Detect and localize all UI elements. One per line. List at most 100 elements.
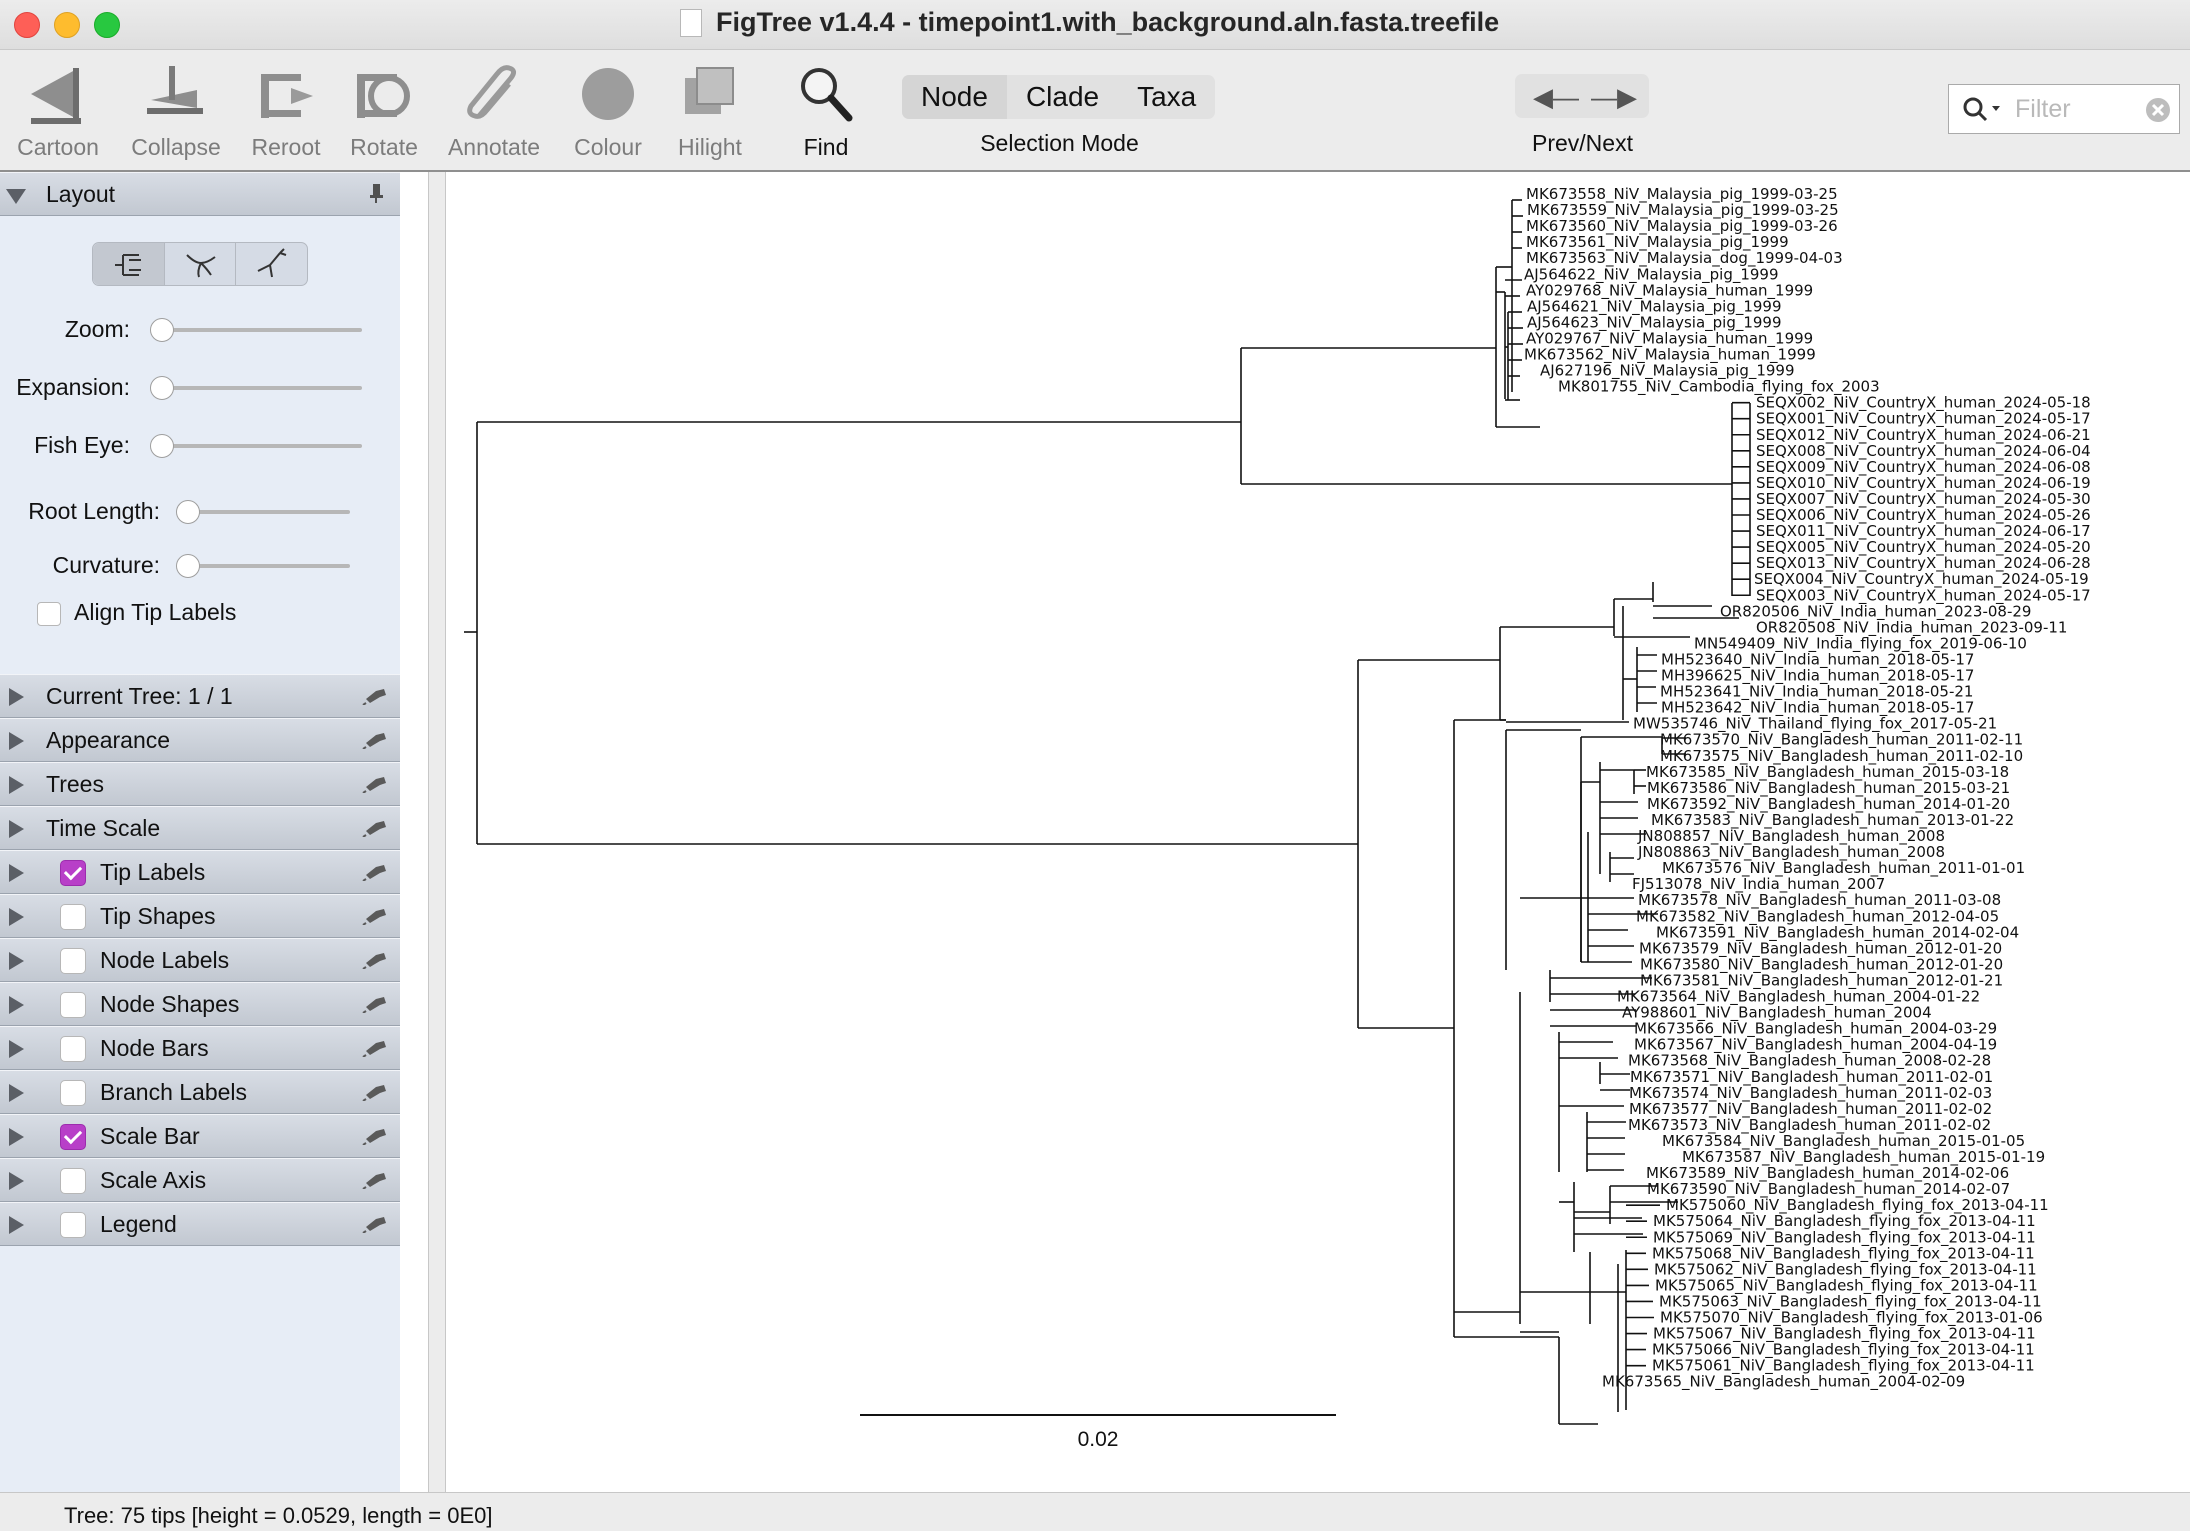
radial-layout-button[interactable] <box>236 243 307 285</box>
node-bars-checkbox[interactable] <box>60 1036 86 1062</box>
expansion-slider-thumb[interactable] <box>150 376 174 400</box>
collapse-button[interactable]: Collapse <box>126 60 226 161</box>
pin-icon[interactable] <box>362 993 390 1013</box>
layout-section-header[interactable]: Layout <box>0 172 400 216</box>
tip-label[interactable]: SEQX005_NiV_CountryX_human_2024-05-20 <box>1756 538 2091 557</box>
tip-label[interactable]: MH523642_NiV_India_human_2018-05-17 <box>1661 699 1974 718</box>
tip-label[interactable]: FJ513078_NiV_India_human_2007 <box>1632 875 1885 894</box>
colour-button[interactable]: Colour <box>558 60 658 161</box>
tip-label[interactable]: MK673575_NiV_Bangladesh_human_2011-02-10 <box>1660 747 2023 766</box>
tip-label[interactable]: MK673585_NiV_Bangladesh_human_2015-03-18 <box>1646 763 2009 782</box>
tip-label[interactable]: MK673563_NiV_Malaysia_dog_1999-04-03 <box>1526 249 1843 268</box>
time-scale-section-header[interactable]: Time Scale <box>0 806 400 850</box>
tip-labels-section-header[interactable]: Tip Labels <box>0 850 400 894</box>
tip-label[interactable]: MK673582_NiV_Bangladesh_human_2012-04-05 <box>1636 907 1999 926</box>
tip-label[interactable]: MK673586_NiV_Bangladesh_human_2015-03-21 <box>1647 779 2010 798</box>
tip-label[interactable]: SEQX003_NiV_CountryX_human_2024-05-17 <box>1756 586 2091 605</box>
tip-label[interactable]: MK673559_NiV_Malaysia_pig_1999-03-25 <box>1527 201 1839 220</box>
hilight-button[interactable]: Hilight <box>660 60 760 161</box>
tip-label[interactable]: MK673568_NiV_Bangladesh_human_2008-02-28 <box>1628 1052 1991 1071</box>
tip-label[interactable]: MK673561_NiV_Malaysia_pig_1999 <box>1526 233 1789 252</box>
align-tip-labels-checkbox[interactable] <box>37 602 61 626</box>
tip-label[interactable]: JN808857_NiV_Bangladesh_human_2008 <box>1637 827 1945 846</box>
pin-icon[interactable] <box>362 817 390 837</box>
tip-label[interactable]: MK575064_NiV_Bangladesh_flying_fox_2013-… <box>1653 1212 2036 1231</box>
branch-labels-checkbox[interactable] <box>60 1080 86 1106</box>
trees-section-header[interactable]: Trees <box>0 762 400 806</box>
tip-label[interactable]: MK673564_NiV_Bangladesh_human_2004-01-22 <box>1617 988 1980 1007</box>
curvature-slider-track[interactable] <box>186 564 350 568</box>
tip-label[interactable]: MK673562_NiV_Malaysia_human_1999 <box>1524 346 1816 365</box>
current-tree-1-1-section-header[interactable]: Current Tree: 1 / 1 <box>0 674 400 718</box>
tip-label[interactable]: MK673570_NiV_Bangladesh_human_2011-02-11 <box>1660 731 2023 750</box>
annotate-button[interactable]: Annotate <box>444 60 544 161</box>
tip-label[interactable]: MK673578_NiV_Bangladesh_human_2011-03-08 <box>1638 891 2001 910</box>
tip-label[interactable]: MK575062_NiV_Bangladesh_flying_fox_2013-… <box>1654 1260 2037 1279</box>
tip-label[interactable]: AJ627196_NiV_Malaysia_pig_1999 <box>1540 362 1795 381</box>
node-labels-checkbox[interactable] <box>60 948 86 974</box>
tip-label[interactable]: MK673565_NiV_Bangladesh_human_2004-02-09 <box>1602 1373 1965 1392</box>
tip-label[interactable]: AJ564622_NiV_Malaysia_pig_1999 <box>1524 265 1779 284</box>
tip-label[interactable]: MK673589_NiV_Bangladesh_human_2014-02-06 <box>1646 1164 2009 1183</box>
pin-icon[interactable] <box>362 949 390 969</box>
root-length-slider-track[interactable] <box>186 510 350 514</box>
pin-icon[interactable] <box>362 1213 390 1233</box>
tip-label[interactable]: MK673583_NiV_Bangladesh_human_2013-01-22 <box>1651 811 2014 830</box>
tip-label[interactable]: SEQX010_NiV_CountryX_human_2024-06-19 <box>1756 474 2091 493</box>
pin-icon[interactable] <box>362 1169 390 1189</box>
tip-label[interactable]: MK673574_NiV_Bangladesh_human_2011-02-03 <box>1629 1084 1992 1103</box>
tip-label[interactable]: SEQX002_NiV_CountryX_human_2024-05-18 <box>1756 394 2091 413</box>
tip-label[interactable]: AJ564621_NiV_Malaysia_pig_1999 <box>1527 297 1782 316</box>
tip-label[interactable]: MK673590_NiV_Bangladesh_human_2014-02-07 <box>1647 1180 2010 1199</box>
tip-label[interactable]: SEQX004_NiV_CountryX_human_2024-05-19 <box>1754 570 2089 589</box>
pin-icon[interactable] <box>362 1081 390 1101</box>
fish-eye-slider-track[interactable] <box>160 444 362 448</box>
tip-label[interactable]: MK575060_NiV_Bangladesh_flying_fox_2013-… <box>1666 1196 2049 1215</box>
tip-label[interactable]: MK673571_NiV_Bangladesh_human_2011-02-01 <box>1630 1068 1993 1087</box>
tip-label[interactable]: MK575069_NiV_Bangladesh_flying_fox_2013-… <box>1653 1228 2036 1247</box>
tip-label[interactable]: MK575065_NiV_Bangladesh_flying_fox_2013-… <box>1655 1276 2038 1295</box>
tip-label[interactable]: SEQX012_NiV_CountryX_human_2024-06-21 <box>1756 426 2091 445</box>
scale-axis-checkbox[interactable] <box>60 1168 86 1194</box>
node-bars-section-header[interactable]: Node Bars <box>0 1026 400 1070</box>
tip-shapes-section-header[interactable]: Tip Shapes <box>0 894 400 938</box>
clear-icon[interactable] <box>2145 97 2171 123</box>
tip-label[interactable]: MK575061_NiV_Bangladesh_flying_fox_2013-… <box>1652 1357 2035 1376</box>
tip-label[interactable]: MK801755_NiV_Cambodia_flying_fox_2003 <box>1558 378 1880 397</box>
close-window-button[interactable] <box>14 12 40 38</box>
split-pane-divider[interactable] <box>428 172 446 1492</box>
tip-label[interactable]: MK673573_NiV_Bangladesh_human_2011-02-02 <box>1628 1116 1991 1135</box>
scale-bar-section-header[interactable]: Scale Bar <box>0 1114 400 1158</box>
tip-label[interactable]: OR820506_NiV_India_human_2023-08-29 <box>1720 602 2031 621</box>
selection-mode-taxa[interactable]: Taxa <box>1137 81 1197 112</box>
branch-labels-section-header[interactable]: Branch Labels <box>0 1070 400 1114</box>
tip-label[interactable]: MK673591_NiV_Bangladesh_human_2014-02-04 <box>1656 923 2019 942</box>
fish-eye-slider-thumb[interactable] <box>150 434 174 458</box>
rotate-button[interactable]: Rotate <box>334 60 434 161</box>
scale-bar-checkbox[interactable] <box>60 1124 86 1150</box>
zoom-window-button[interactable] <box>94 12 120 38</box>
tip-label[interactable]: MH523640_NiV_India_human_2018-05-17 <box>1661 650 1974 669</box>
tip-label[interactable]: MK575070_NiV_Bangladesh_flying_fox_2013-… <box>1660 1309 2043 1328</box>
pin-icon[interactable] <box>362 685 390 705</box>
pin-icon[interactable] <box>362 729 390 749</box>
tip-label[interactable]: MK673579_NiV_Bangladesh_human_2012-01-20 <box>1639 939 2002 958</box>
reroot-button[interactable]: Reroot <box>236 60 336 161</box>
legend-checkbox[interactable] <box>60 1212 86 1238</box>
tip-label[interactable]: SEQX007_NiV_CountryX_human_2024-05-30 <box>1756 490 2091 509</box>
tip-label[interactable]: MK673558_NiV_Malaysia_pig_1999-03-25 <box>1526 185 1838 204</box>
tip-label[interactable]: MK673580_NiV_Bangladesh_human_2012-01-20 <box>1640 955 2003 974</box>
tip-label[interactable]: SEQX008_NiV_CountryX_human_2024-06-04 <box>1756 442 2091 461</box>
tip-label[interactable]: MK673576_NiV_Bangladesh_human_2011-01-01 <box>1662 859 2025 878</box>
tip-label[interactable]: MK673584_NiV_Bangladesh_human_2015-01-05 <box>1662 1132 2025 1151</box>
node-labels-section-header[interactable]: Node Labels <box>0 938 400 982</box>
tip-label[interactable]: AY029768_NiV_Malaysia_human_1999 <box>1526 281 1813 300</box>
tip-label[interactable]: MK673587_NiV_Bangladesh_human_2015-01-19 <box>1682 1148 2045 1167</box>
selection-mode-clade[interactable]: Clade <box>1025 81 1100 112</box>
tip-label[interactable]: OR820508_NiV_India_human_2023-09-11 <box>1756 618 2067 637</box>
tip-label[interactable]: MK575066_NiV_Bangladesh_flying_fox_2013-… <box>1652 1341 2035 1360</box>
pin-icon[interactable] <box>362 1037 390 1057</box>
pin-icon[interactable] <box>362 773 390 793</box>
find-button[interactable]: Find <box>776 60 876 161</box>
